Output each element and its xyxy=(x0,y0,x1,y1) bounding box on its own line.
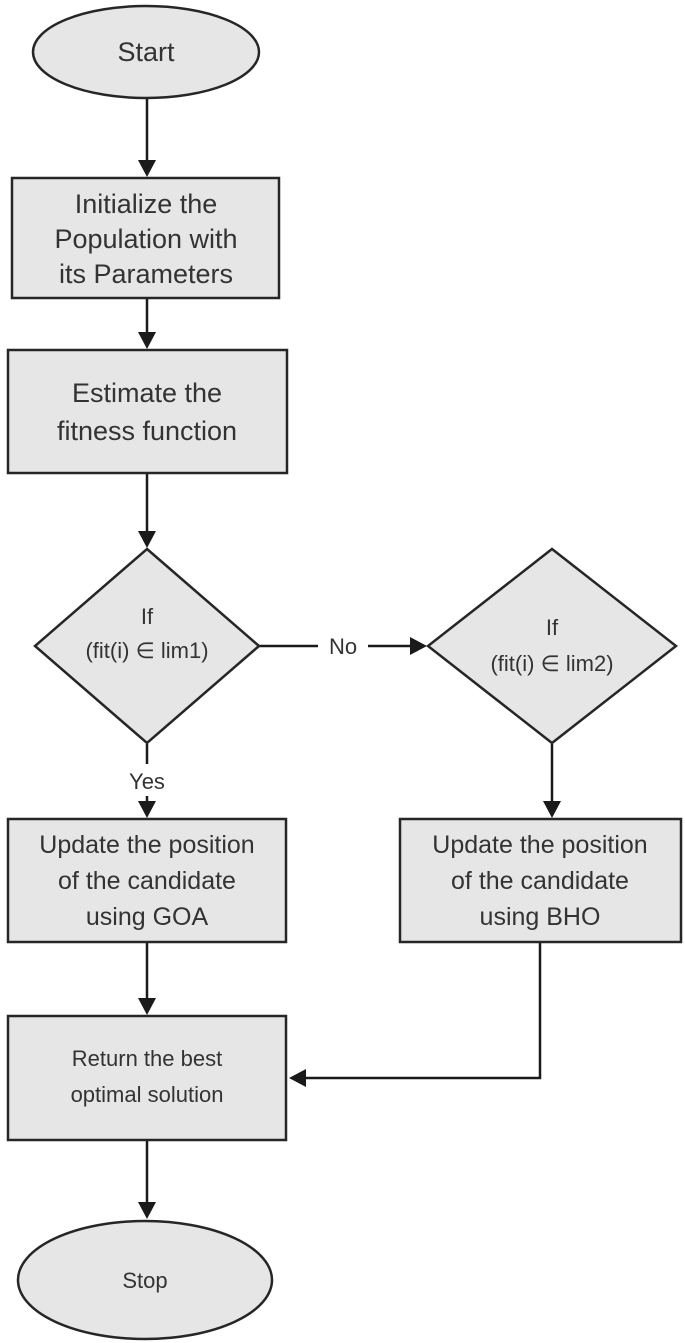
arrowhead-best xyxy=(138,998,156,1015)
bho-process: Update the position of the candidate usi… xyxy=(398,817,683,944)
arrowhead-fitness xyxy=(138,332,156,349)
stop-terminal: Stop xyxy=(16,1219,274,1341)
goa-box xyxy=(6,817,288,944)
bho-line-3: using BHO xyxy=(480,903,601,931)
decision-lim1: If (fit(i) ∈ lim1) xyxy=(33,547,261,745)
bho-box xyxy=(398,817,683,944)
initialize-box xyxy=(10,176,281,300)
goa-line-2: of the candidate xyxy=(58,867,236,895)
start-ellipse xyxy=(31,4,261,100)
decision-lim1-diamond xyxy=(33,547,261,745)
edge-bho-best xyxy=(305,942,542,1080)
return-best-line-1: Return the best xyxy=(72,1046,222,1071)
fitness-box xyxy=(6,348,289,475)
arrowhead-best-from-bho xyxy=(289,1069,306,1087)
decision-lim2: If (fit(i) ∈ lim2) xyxy=(425,547,679,745)
edge-label-yes: Yes xyxy=(129,769,165,794)
bho-line-2: of the candidate xyxy=(451,867,629,895)
stop-label: Stop xyxy=(122,1268,167,1293)
goa-line-3: using GOA xyxy=(86,903,209,931)
return-best-box xyxy=(6,1014,288,1142)
goa-line-1: Update the position xyxy=(39,831,254,859)
initialize-line-1: Initialize the xyxy=(75,189,218,219)
initialize-process: Initialize the Population with its Param… xyxy=(10,176,281,300)
arrowhead-decision1 xyxy=(138,531,156,548)
bho-line-1: Update the position xyxy=(432,831,647,859)
fitness-process: Estimate the fitness function xyxy=(6,348,289,475)
arrowhead-stop xyxy=(138,1202,156,1219)
return-best-process: Return the best optimal solution xyxy=(6,1014,288,1142)
fitness-line-2: fitness function xyxy=(57,416,237,446)
return-best-line-2: optimal solution xyxy=(71,1082,224,1107)
yes-label-bg xyxy=(118,764,176,796)
start-label: Start xyxy=(117,37,175,67)
initialize-line-2: Population with xyxy=(54,224,237,254)
no-label-bg xyxy=(318,630,368,662)
decision-lim1-line-2: (fit(i) ∈ lim1) xyxy=(85,638,208,663)
arrowhead-goa xyxy=(138,801,156,818)
connectors xyxy=(138,99,561,1219)
stop-ellipse xyxy=(16,1219,274,1341)
arrowhead-decision2 xyxy=(410,637,427,655)
initialize-line-3: its Parameters xyxy=(59,259,233,289)
decision-lim2-line-2: (fit(i) ∈ lim2) xyxy=(490,651,613,676)
start-terminal: Start xyxy=(31,4,261,100)
goa-process: Update the position of the candidate usi… xyxy=(6,817,288,944)
arrowhead-bho xyxy=(543,801,561,818)
fitness-line-1: Estimate the xyxy=(72,378,222,408)
decision-lim1-line-1: If xyxy=(141,604,154,629)
arrowhead-init xyxy=(138,160,156,177)
decision-lim2-line-1: If xyxy=(546,615,559,640)
edge-label-no: No xyxy=(329,634,357,659)
decision-lim2-diamond xyxy=(425,547,679,745)
